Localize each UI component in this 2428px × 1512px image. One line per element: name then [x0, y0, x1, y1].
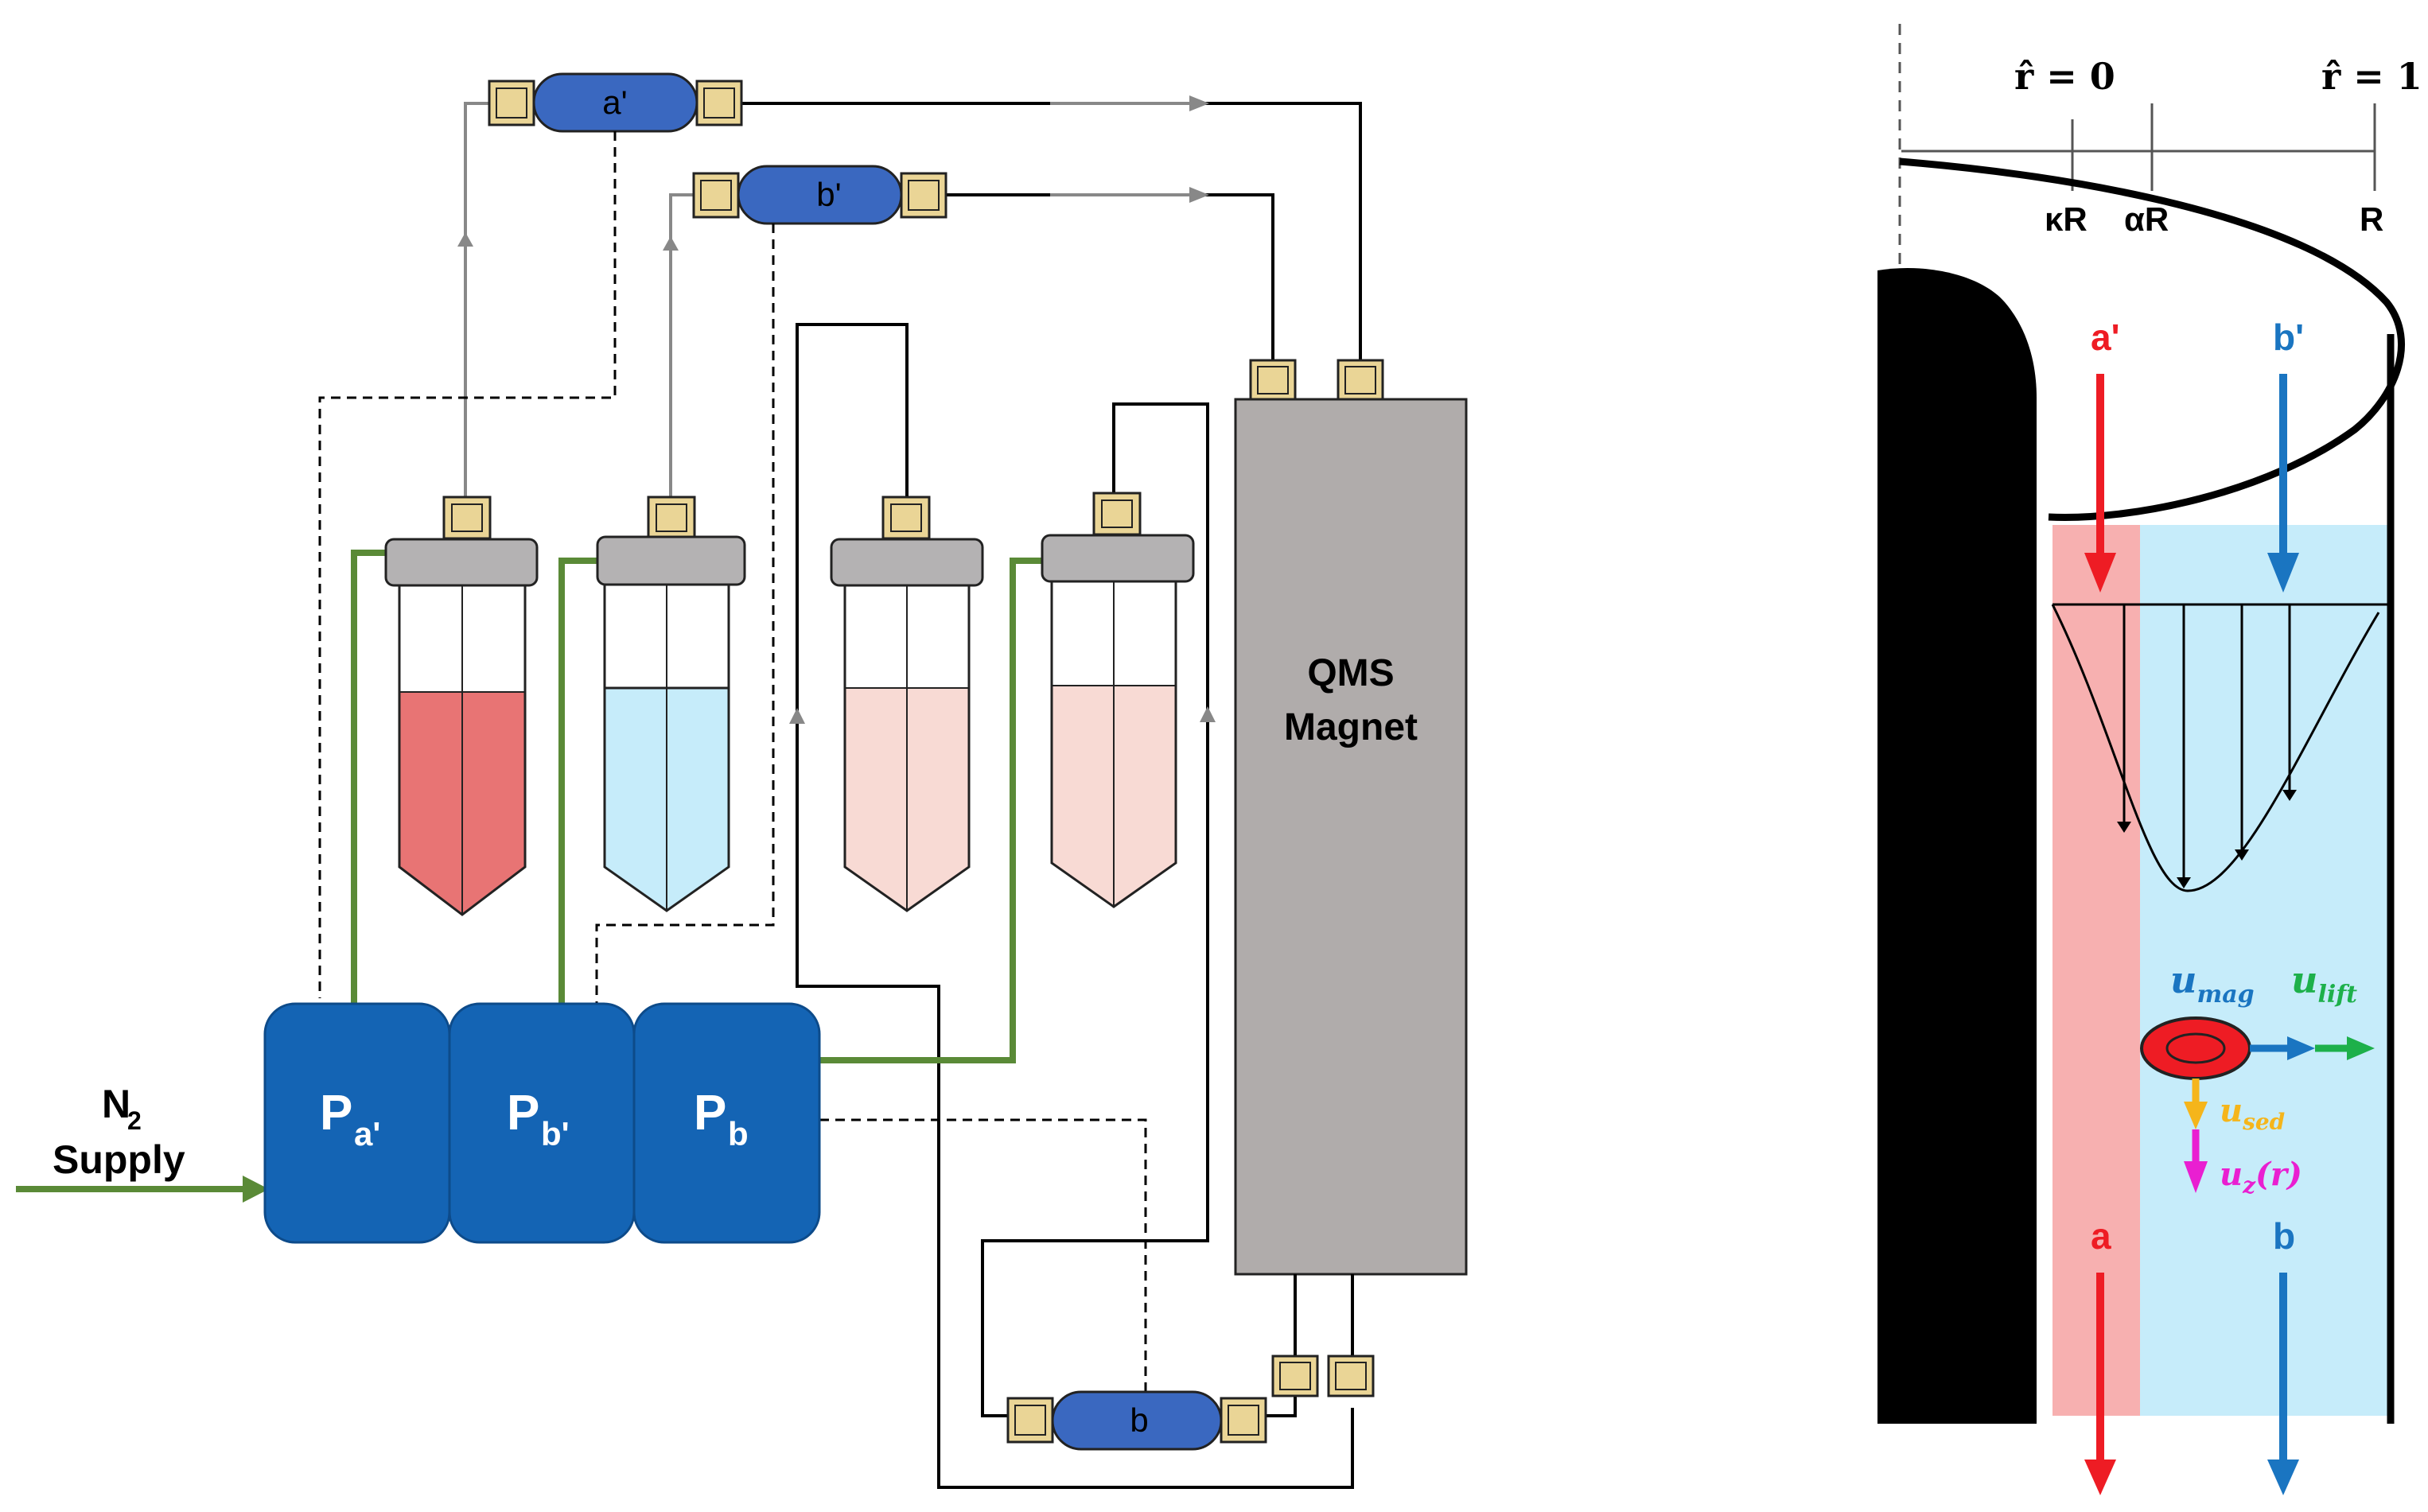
line-vial3-loop: [796, 323, 1354, 1489]
pump-pb-prime: P b': [448, 1002, 636, 1244]
r-label: R: [2360, 200, 2383, 238]
arrow-a-prime-icon: [2084, 374, 2116, 593]
cell-icon: [2140, 1016, 2251, 1080]
velocity-profile: [2051, 604, 2380, 892]
column-a-prime-label: a': [602, 84, 627, 121]
b-prime-label: b': [2273, 317, 2304, 358]
line-vial4-loop: [981, 402, 1209, 1417]
gas-line-pa: [351, 550, 390, 1004]
arrow-up-icon: [1200, 706, 1216, 722]
inner-cylinder: [1877, 267, 2037, 1424]
left-flow-diagram: N 2 Supply a' b': [16, 72, 1468, 1489]
dashed-control-c: [819, 1118, 1147, 1400]
pump-pb: P b: [632, 1002, 821, 1244]
u-mag-arrow-icon: [2250, 1036, 2315, 1060]
svg-text:b': b': [541, 1115, 570, 1152]
blue-band: [2140, 525, 2391, 1416]
svg-text:P: P: [507, 1086, 539, 1141]
red-band: [2053, 525, 2140, 1416]
column-b-prime-label: b': [816, 176, 841, 213]
u-lift-label: ulift: [2291, 958, 2357, 1009]
a-prime-label: a': [2091, 317, 2120, 358]
gas-line-pb-prime: [558, 558, 601, 1004]
arrow-right-icon: [1189, 187, 1209, 203]
supply-label-sub: 2: [127, 1106, 142, 1135]
alpha-r-label: αR: [2124, 200, 2169, 238]
b-label: b: [2273, 1215, 2295, 1257]
kappa-r-label: κR: [2045, 200, 2088, 238]
arrow-up-icon: [663, 236, 679, 251]
vial-pink-1: [830, 496, 984, 912]
line-column-a-to-magnet: [740, 102, 1362, 364]
svg-text:P: P: [320, 1086, 352, 1141]
u-sed-arrow-icon: [2184, 1079, 2208, 1129]
svg-text:b: b: [728, 1115, 749, 1152]
outer-cylinder: [1899, 157, 2406, 521]
vial-red: [384, 496, 539, 916]
svg-text:P: P: [694, 1086, 726, 1141]
a-label: a: [2091, 1215, 2111, 1257]
column-b-label: b: [1130, 1401, 1148, 1439]
supply-label-line2: Supply: [53, 1137, 185, 1182]
u-sed-label: used: [2220, 1092, 2285, 1135]
line-vial2-to-column-b: [669, 193, 696, 501]
arrow-right-icon: [1189, 95, 1209, 111]
arrow-up-icon: [789, 708, 805, 724]
dashed-control-a: [318, 131, 617, 998]
u-z-label: uz(r): [2220, 1156, 2302, 1199]
u-z-arrow-icon: [2184, 1129, 2208, 1193]
column-b-prime: b': [692, 165, 947, 225]
line-vial1-to-column-a: [464, 102, 493, 501]
arrow-a-icon: [2084, 1273, 2116, 1495]
arrow-b-icon: [2267, 1273, 2299, 1495]
qms-magnet: QMS Magnet: [1234, 359, 1468, 1397]
rhat-one-label: r̂ = 1: [2321, 55, 2422, 98]
pump-pa: P a': [263, 1002, 451, 1244]
supply-label-n: N: [102, 1082, 130, 1126]
svg-text:a': a': [354, 1115, 380, 1152]
vial-pink-2: [1041, 492, 1195, 908]
line-column-b-to-magnet: [943, 193, 1274, 364]
magnet-label-line2: Magnet: [1284, 706, 1418, 748]
n2-supply-arrow: [16, 1176, 269, 1203]
u-lift-arrow-icon: [2315, 1036, 2375, 1060]
column-a-prime: a': [488, 72, 743, 133]
column-b: b: [1006, 1390, 1267, 1451]
dashed-control-b: [595, 223, 775, 1009]
gas-line-pb: [819, 558, 1046, 1063]
arrow-b-prime-icon: [2267, 374, 2299, 593]
right-cross-section-diagram: r̂ = 0 r̂ = 1 κR αR R a' b': [1877, 24, 2422, 1495]
magnet-label-line1: QMS: [1307, 652, 1394, 694]
arrow-up-icon: [457, 232, 473, 247]
u-mag-label: umag: [2170, 958, 2255, 1009]
vial-blue: [596, 496, 746, 912]
rhat-zero-label: r̂ = 0: [2014, 55, 2115, 98]
